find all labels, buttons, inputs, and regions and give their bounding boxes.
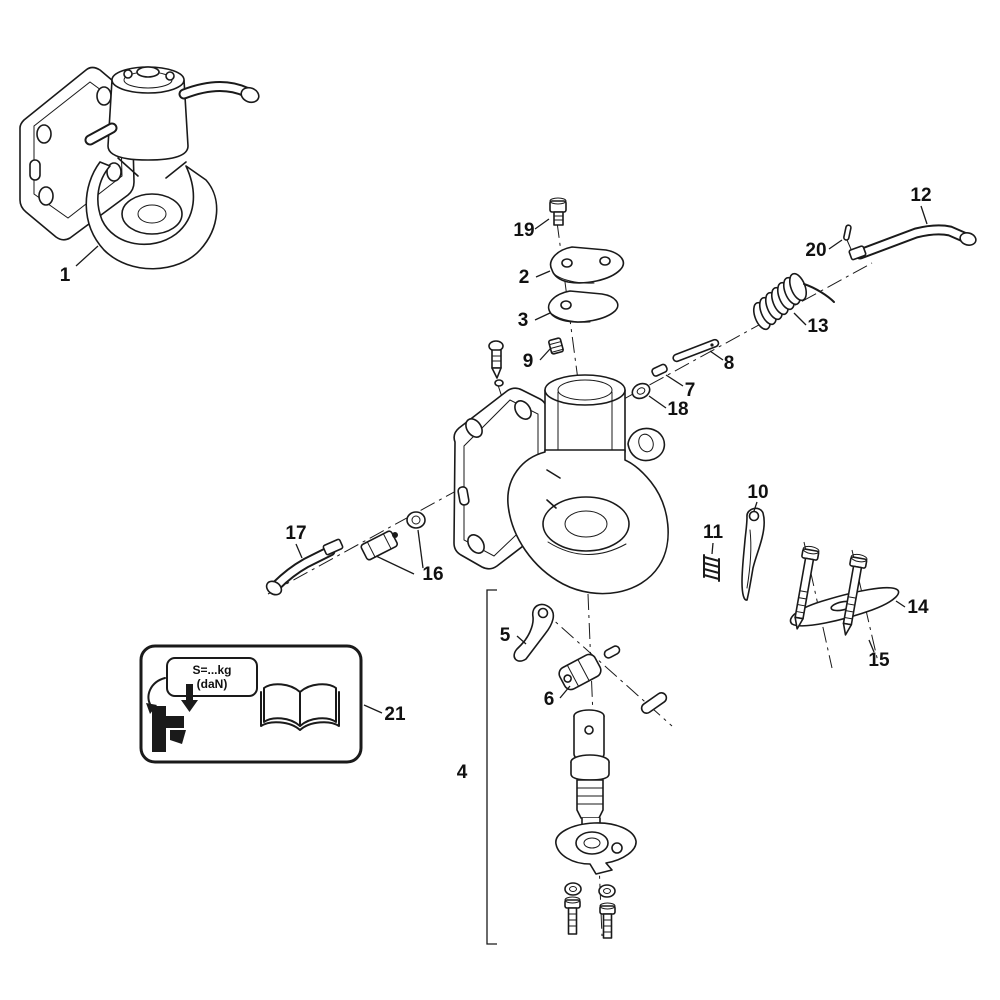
body-side-bolt: [488, 340, 504, 387]
part-label-2: 2: [519, 267, 530, 288]
bottom-bolts: [564, 896, 616, 939]
part-16-bush-and-washer: [360, 511, 426, 575]
small-pins: [603, 645, 668, 714]
part-label-8: 8: [724, 353, 735, 374]
part-label-9: 9: [523, 351, 534, 372]
bottom-washers: [564, 882, 616, 898]
part-label-6: 6: [544, 689, 555, 710]
part-17-handle: [265, 538, 344, 596]
part-label-19: 19: [513, 220, 534, 241]
part-label-4: 4: [457, 762, 468, 783]
curved-arrow-icon: [146, 677, 166, 714]
sticker-capacity-line1: S=...kg: [192, 663, 231, 677]
part-7-sleeve: [651, 363, 668, 377]
part-15-bolts: [794, 545, 868, 636]
part-label-21: 21: [384, 704, 406, 725]
part-label-10: 10: [747, 482, 768, 503]
part-label-12: 12: [910, 185, 931, 206]
part-label-17: 17: [285, 523, 306, 544]
part-label-13: 13: [807, 316, 828, 337]
manual-book-icon: [260, 683, 340, 731]
part-6-clamp: [558, 653, 602, 691]
down-arrow-icon: [181, 684, 198, 712]
part-5-lever: [513, 603, 555, 662]
part-12-handle: [848, 224, 977, 261]
part-9-spring-pin: [548, 337, 564, 355]
assembled-hitch: [19, 66, 260, 270]
coupling-body: [453, 374, 669, 595]
part-18-washer: [631, 382, 651, 400]
part-13-torsion-spring: [752, 272, 835, 331]
part-8-rod: [672, 338, 720, 363]
part-label-1: 1: [60, 265, 71, 286]
part-label-18: 18: [667, 399, 688, 420]
part-20-pin: [843, 224, 852, 241]
hitch-silhouette-icon: [152, 706, 186, 752]
leader-lines: [75, 205, 928, 714]
part-label-20: 20: [805, 240, 826, 261]
part-label-7: 7: [685, 380, 696, 401]
part-label-15: 15: [868, 650, 890, 671]
part-label-11: 11: [703, 522, 724, 543]
part-19-bolt: [549, 197, 567, 226]
group-4-bracket: [486, 589, 497, 945]
part-number-labels: 1 2 3 4 5 6 7 8 9 10 11 12 13 14 15 16 1…: [60, 185, 932, 783]
part-label-5: 5: [500, 625, 511, 646]
coupling-pin-assembly: [570, 709, 610, 833]
part-2-plate: [549, 246, 625, 284]
part-label-14: 14: [907, 597, 929, 618]
sticker-capacity-line2: (daN): [197, 677, 228, 691]
part-11-spring: [703, 554, 720, 582]
part-3-plate: [547, 290, 619, 323]
bottom-plate: [555, 822, 637, 875]
part-label-3: 3: [518, 310, 529, 331]
capacity-sticker: S=...kg (daN): [139, 644, 363, 764]
part-10-pawl: [741, 507, 765, 601]
part-label-16: 16: [422, 564, 443, 585]
